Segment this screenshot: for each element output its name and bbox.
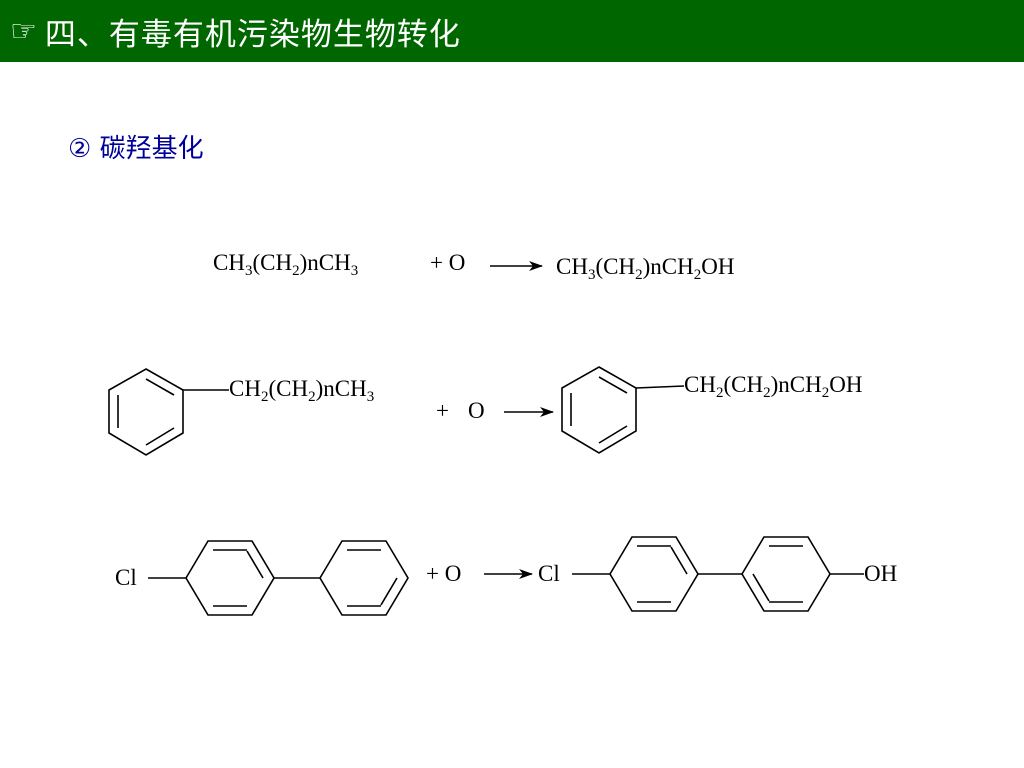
- section-subtitle: ② 碳羟基化: [68, 134, 204, 164]
- reaction3-reactant-ring-1: [185, 540, 275, 616]
- reaction2-product-chain: CH2(CH2)nCH2OH: [684, 372, 863, 401]
- reaction2-reagent: O: [468, 398, 485, 423]
- page-title: 四、有毒有机污染物生物转化: [44, 16, 461, 53]
- reaction1-product: CH3(CH2)nCH2OH: [556, 254, 735, 283]
- reaction2-reactant-chain: CH2(CH2)nCH3: [229, 376, 375, 405]
- reaction1-reagent: + O: [430, 250, 466, 275]
- pointing-hand-icon: ☞: [10, 13, 37, 49]
- reaction3-reactant-cl: Cl: [115, 565, 137, 590]
- reaction2-reactant-benzene-ring: [108, 368, 184, 456]
- reaction3-product-oh: OH: [864, 561, 898, 586]
- reaction2-plus: +: [436, 398, 449, 423]
- title-bar: ☞ 四、有毒有机污染物生物转化: [0, 0, 1024, 62]
- reaction3-product-ring-2: [741, 536, 831, 612]
- reaction3-product-cl: Cl: [538, 561, 560, 586]
- reaction2-product-bond: [635, 385, 685, 389]
- reaction2-product-benzene-ring: [561, 366, 637, 454]
- reaction1-reactant: CH3(CH2)nCH3: [213, 250, 359, 279]
- reaction3-reagent: + O: [426, 561, 462, 586]
- reaction3-product-ring-1: [609, 536, 699, 612]
- reaction3-reactant-ring-2: [319, 540, 409, 616]
